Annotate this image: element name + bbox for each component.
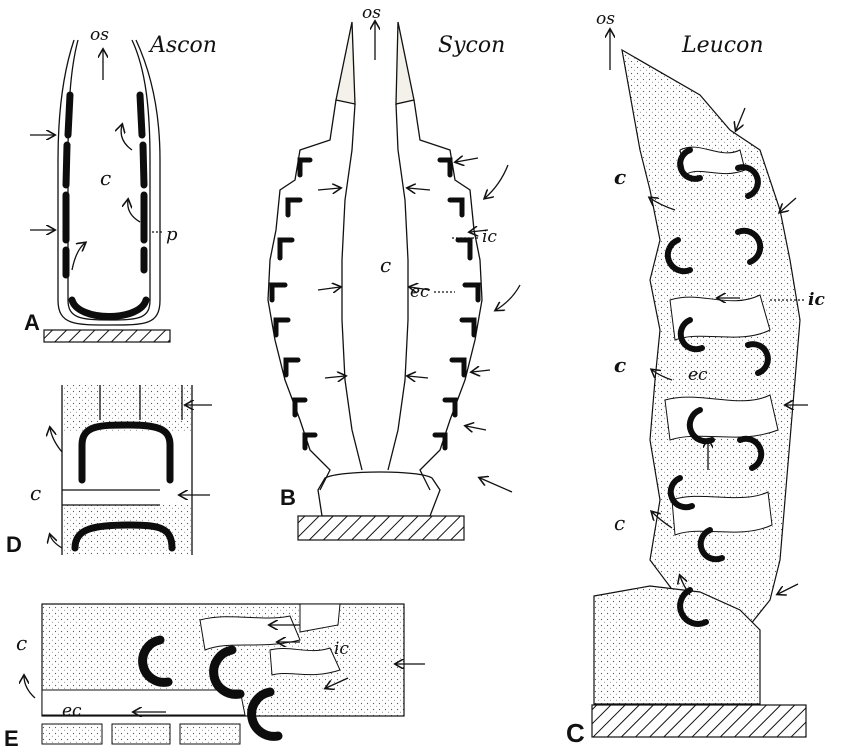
panel-letter-d: D (6, 532, 22, 557)
ascon-choanocyte-layer (66, 95, 146, 317)
panel-d-cavity-label: c (30, 481, 41, 505)
leucon-cavity-label-3: c (614, 511, 625, 535)
leucon-cavity-label-1: c (614, 165, 626, 189)
panel-leucon: Leucon os c c c ic ec C (566, 9, 825, 748)
panel-letter-b: B (280, 485, 296, 510)
ascon-cavity-label: c (100, 166, 111, 190)
panel-d: c D (6, 385, 212, 557)
leucon-ic-label: ic (808, 290, 825, 310)
leucon-ec-label: ec (688, 365, 708, 385)
panel-letter-e: E (4, 726, 19, 749)
ascon-os-label: os (90, 25, 109, 45)
sycon-radial-canals (272, 160, 478, 448)
panel-e-ec-label: ec (62, 701, 82, 721)
leucon-title: Leucon (681, 33, 764, 58)
panel-sycon: Sycon os c ic ec B (268, 3, 520, 540)
ascon-title: Ascon (148, 33, 217, 58)
panel-e-cavity-label: c (16, 631, 27, 655)
ascon-pore-label: p (166, 224, 178, 245)
ascon-base (44, 330, 170, 342)
leucon-base (592, 705, 806, 737)
panel-letter-a: A (24, 310, 40, 335)
panel-letter-c: C (566, 718, 585, 748)
sycon-title: Sycon (438, 33, 505, 58)
panel-e: c ic ec E (4, 604, 425, 749)
sycon-base (298, 516, 464, 540)
sycon-ec-label: ec (410, 282, 430, 302)
leucon-cavity-label-2: c (614, 353, 626, 377)
ascon-flow-arrows (30, 50, 140, 270)
sycon-ic-label: ic (482, 227, 497, 247)
sycon-os-label: os (362, 3, 381, 23)
panel-e-ic-label: ic (334, 639, 349, 659)
panel-ascon: Ascon os c p A (24, 25, 217, 342)
leucon-os-label: os (596, 9, 615, 29)
sycon-cavity-label: c (380, 253, 391, 277)
